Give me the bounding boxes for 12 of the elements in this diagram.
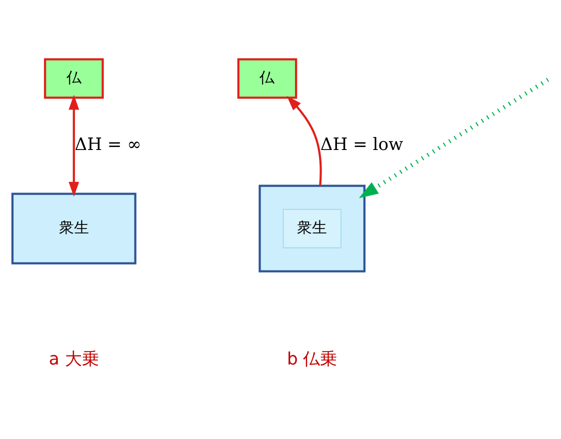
node-box: 仏	[237, 58, 298, 99]
arrow	[68, 94, 80, 197]
arrow	[358, 78, 550, 198]
arrow	[286, 96, 322, 186]
node-box: 衆生	[11, 192, 136, 264]
node-box: 衆生	[282, 208, 342, 248]
edge-label: ΔH = ∞	[74, 134, 142, 155]
node-box: 仏	[44, 58, 104, 99]
label: b 仏乗	[286, 350, 338, 370]
edge-label: ΔH = low	[320, 134, 404, 155]
label: a 大乗	[48, 350, 99, 370]
cluster	[258, 184, 366, 272]
